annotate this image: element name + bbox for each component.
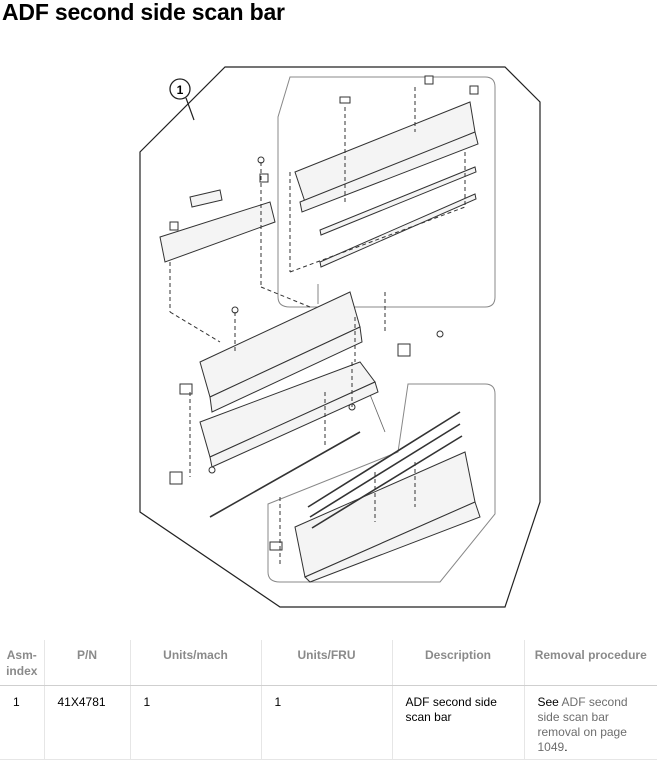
cell-asm-index: 1 [0,685,45,760]
page-title: ADF second side scan bar [2,0,285,25]
svg-text:1: 1 [177,83,184,97]
removal-prefix: See [537,695,562,709]
header-pn: P/N [44,640,131,686]
header-asm-index: Asm-index [0,640,45,686]
cell-pn: 41X4781 [44,685,131,760]
table-header-row: Asm-index P/N Units/mach Units/FRU Descr… [0,640,657,686]
detail-inset-bottom [267,383,496,583]
removal-suffix: . [564,740,568,754]
removal-procedure-link[interactable]: ADF second side scan bar removal on page… [537,695,628,754]
parts-table: Asm-index P/N Units/mach Units/FRU Descr… [0,640,657,760]
cell-description: ADF second side scan bar [392,685,525,760]
exploded-parts-diagram: 1 [139,66,541,608]
scan-bar-parts [159,101,481,583]
cell-units-mach: 1 [130,685,262,760]
table-row: 1 41X4781 1 1 ADF second side scan bar S… [0,685,657,760]
callout-1: 1 [169,78,191,100]
cell-removal-procedure: See ADF second side scan bar removal on … [524,685,657,760]
header-removal-procedure: Removal procedure [524,640,657,686]
cell-units-fru: 1 [261,685,393,760]
detail-inset-top [277,76,496,308]
diagram-frame [139,66,541,608]
header-description: Description [392,640,525,686]
header-units-mach: Units/mach [130,640,262,686]
header-units-fru: Units/FRU [261,640,393,686]
